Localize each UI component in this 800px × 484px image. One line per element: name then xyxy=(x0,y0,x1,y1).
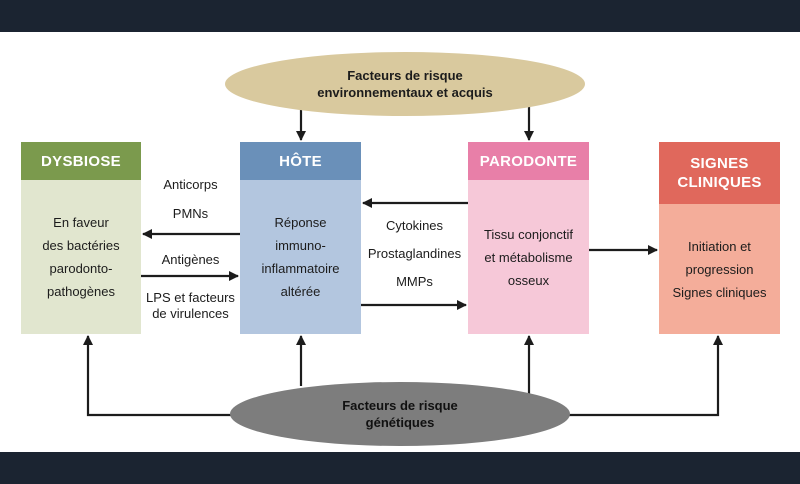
arrow-genetic-to-dysbiose xyxy=(83,335,232,417)
label-cytokines: Cytokines xyxy=(385,218,444,233)
label-lps-virulence: LPS et facteurs de virulences xyxy=(146,290,235,321)
dysbiose-box: DYSBIOSE En faveur des bactéries parodon… xyxy=(21,142,141,334)
environmental-risk-factors-ellipse: Facteurs de risque environnementaux et a… xyxy=(225,52,585,116)
arrow-genetic-to-signes xyxy=(568,335,723,417)
diagram-canvas: Facteurs de risque environnementaux et a… xyxy=(0,32,800,452)
signes-cliniques-text: Initiation et progression Signes cliniqu… xyxy=(672,238,767,300)
parodonte-box: PARODONTE Tissu conjonctif et métabolism… xyxy=(468,142,589,334)
connector-arrows xyxy=(83,96,723,417)
hote-title: HÔTE xyxy=(240,142,361,180)
label-anticorps: Anticorps xyxy=(163,177,218,192)
parodonte-text: Tissu conjonctif et métabolisme osseux xyxy=(483,226,574,288)
parodonte-title: PARODONTE xyxy=(468,142,589,180)
signes-cliniques-box: SIGNES CLINIQUES Initiation et progressi… xyxy=(659,142,780,334)
label-mmps: MMPs xyxy=(396,274,433,289)
hote-text: Réponse immuno- inflammatoire altérée xyxy=(261,215,340,299)
signes-cliniques-title: SIGNES CLINIQUES xyxy=(659,142,780,204)
dysbiose-title: DYSBIOSE xyxy=(21,142,141,180)
genetic-risk-factors-ellipse: Facteurs de risque génétiques xyxy=(230,382,570,446)
dysbiose-text: En faveur des bactéries parodonto- patho… xyxy=(42,215,120,299)
hote-box: HÔTE Réponse immuno- inflammatoire altér… xyxy=(240,142,361,334)
label-pmns: PMNs xyxy=(172,206,209,221)
label-prostaglandines: Prostaglandines xyxy=(367,246,462,261)
label-antigenes: Antigènes xyxy=(161,252,220,267)
